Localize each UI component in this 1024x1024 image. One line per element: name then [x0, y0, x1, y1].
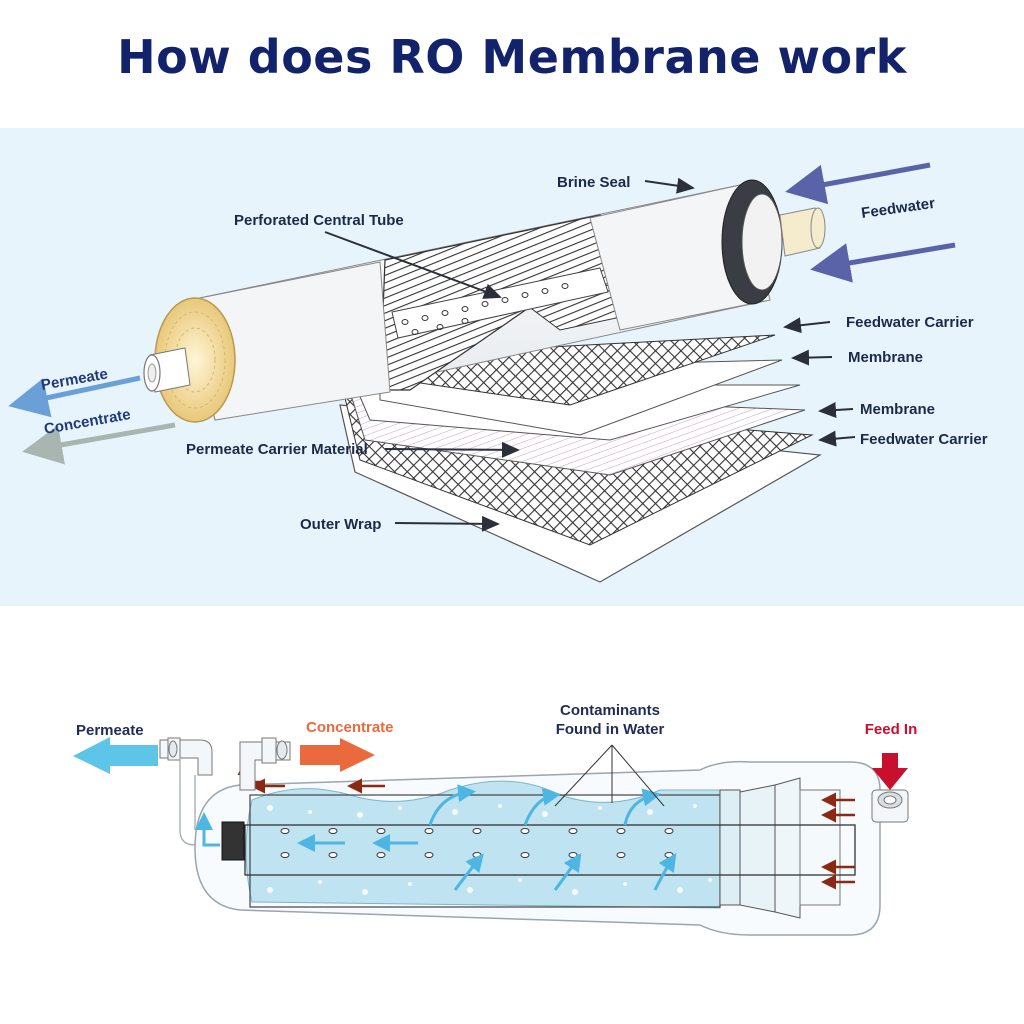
- label-contaminants-line2: Found in Water: [556, 721, 665, 738]
- label-perforated-central-tube: Perforated Central Tube: [234, 212, 404, 229]
- feedwater-arrow-1: [785, 162, 931, 205]
- flow-curves: [428, 784, 677, 891]
- label-brine-seal: Brine Seal: [557, 174, 630, 191]
- label-feedwater-carrier-2: Feedwater Carrier: [860, 431, 988, 448]
- flow-arrows-bottom: [73, 737, 908, 790]
- perforated-central-tube: [391, 267, 609, 339]
- label-feedwater: Feedwater: [860, 195, 936, 222]
- label-feedwater-carrier-1: Feedwater Carrier: [846, 314, 974, 331]
- contaminants: [267, 804, 712, 895]
- label-permeate-bottom: Permeate: [76, 722, 144, 739]
- feed-in-arrow: [872, 753, 908, 790]
- membrane-cylinder: [143, 179, 826, 423]
- feedwater-arrow-2: [810, 242, 956, 283]
- concentrate-out-arrow: [300, 738, 375, 772]
- permeate-fitting: [221, 821, 245, 861]
- page-title: How does RO Membrane work: [117, 30, 907, 84]
- central-tube: [244, 824, 856, 876]
- label-membrane-2: Membrane: [860, 401, 935, 418]
- label-membrane-1: Membrane: [848, 349, 923, 366]
- permeate-out-arrow: [73, 737, 158, 774]
- label-concentrate-bottom: Concentrate: [306, 719, 394, 736]
- leader-arrows: [324, 177, 856, 532]
- label-outer-wrap: Outer Wrap: [300, 516, 381, 533]
- water-body: [245, 780, 721, 909]
- label-feed-in: Feed In: [865, 721, 918, 738]
- permeate-arrow: [8, 375, 141, 418]
- flow-arrows-top: [8, 162, 956, 465]
- label-permeate-carrier: Permeate Carrier Material: [186, 441, 368, 458]
- label-contaminants-line1: Contaminants: [560, 702, 660, 719]
- pressure-vessel: [159, 737, 909, 936]
- concentrate-arrow: [22, 422, 176, 465]
